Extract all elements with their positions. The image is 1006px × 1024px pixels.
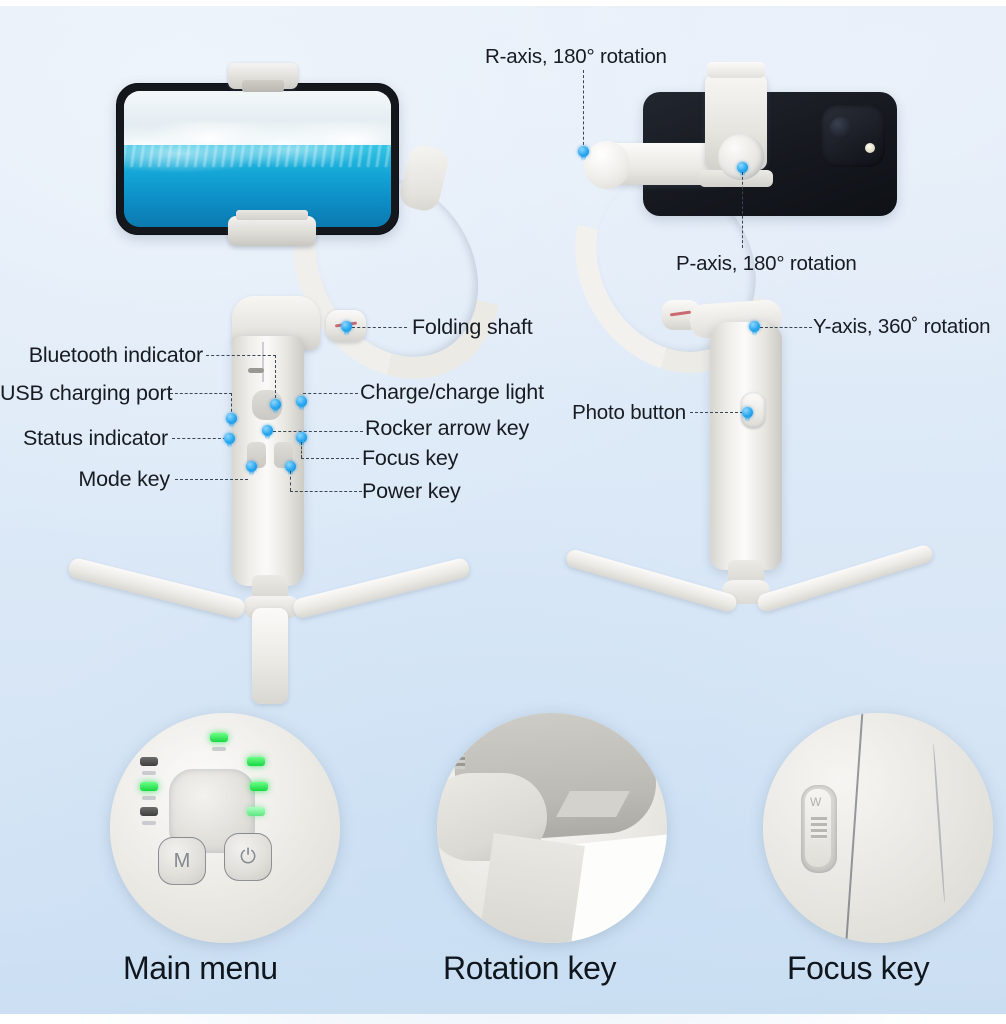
- leader-photo-button: [690, 412, 743, 413]
- leader-p-axis: [742, 172, 743, 248]
- focus-housing: [763, 713, 993, 943]
- marker-bluetooth-indicator: [270, 399, 281, 414]
- leader-r-axis: [583, 70, 584, 150]
- left-phone-clamp-bottom: [228, 210, 316, 246]
- marker-charge-light: [296, 396, 307, 411]
- leader-status: [172, 438, 226, 439]
- marker-folding-shaft: [341, 321, 352, 336]
- caption-focus-key: Focus key: [787, 950, 930, 986]
- leader-power-v: [290, 471, 291, 491]
- leader-usb-v: [231, 393, 232, 417]
- led-marker-top: [212, 747, 226, 751]
- led-marker-left-1: [142, 771, 156, 775]
- marker-rocker-arrow-key: [262, 425, 273, 440]
- right-handle: [710, 322, 782, 570]
- callout-label-photo-button: Photo button: [572, 401, 686, 424]
- led-right-1: [247, 757, 265, 766]
- callout-label-charge-light: Charge/charge light: [360, 380, 544, 404]
- led-left-3: [140, 807, 158, 816]
- rotation-vent-lines: [455, 739, 465, 769]
- callout-label-p-axis: P-axis, 180° rotation: [676, 252, 857, 275]
- marker-photo-button: [742, 407, 753, 422]
- marker-r-axis: [578, 146, 589, 161]
- leader-mode: [175, 479, 248, 480]
- holder-top-clamp: [707, 62, 765, 78]
- caption-rotation-key: Rotation key: [443, 950, 617, 986]
- callout-label-rocker-arrow-key: Rocker arrow key: [365, 416, 530, 440]
- detail-circle-main-menu: M ⏻: [110, 713, 340, 943]
- marker-usb-charging-port: [226, 413, 237, 428]
- leader-usb-h: [170, 393, 232, 394]
- phone-camera-module: [821, 105, 885, 167]
- leader-folding-shaft: [352, 327, 407, 328]
- led-right-3: [247, 807, 265, 816]
- callout-label-bluetooth-indicator: Bluetooth indicator: [28, 343, 203, 367]
- leader-focus-v: [301, 442, 302, 458]
- marker-y-axis: [749, 321, 760, 336]
- rotation-body-lower: [477, 833, 585, 943]
- led-right-2: [250, 782, 268, 791]
- led-marker-left-2: [142, 796, 156, 800]
- mode-button-m[interactable]: M: [158, 837, 206, 885]
- callout-label-r-axis: R-axis, 180° rotation: [485, 45, 667, 68]
- camera-lens-icon: [830, 117, 852, 139]
- camera-flash-icon: [865, 143, 875, 153]
- led-left-2: [140, 782, 158, 791]
- callout-label-mode-key: Mode key: [78, 467, 170, 491]
- left-phone-clamp-top: [228, 63, 298, 92]
- callout-label-focus-key: Focus key: [362, 446, 459, 470]
- callout-label-folding-shaft: Folding shaft: [412, 315, 533, 339]
- detail-circle-rotation-key: [437, 713, 667, 943]
- callout-label-status-indicator: Status indicator: [23, 426, 168, 450]
- left-phone-front: [116, 83, 399, 235]
- focus-wide-mark: W: [810, 795, 822, 809]
- led-marker-left-3: [142, 821, 156, 825]
- phone-screen-wave-photo: [124, 91, 391, 227]
- led-left-1: [140, 757, 158, 766]
- callout-label-usb-charging-port: USB charging port: [0, 381, 173, 405]
- handle-seam: [262, 342, 264, 382]
- leader-power-h: [290, 491, 362, 492]
- leader-charge-light: [303, 393, 358, 394]
- leader-focus-h: [301, 458, 359, 459]
- callout-label-y-axis: Y-axis, 360˚ rotation: [813, 315, 991, 338]
- left-usb-port: [248, 368, 264, 373]
- marker-mode-key: [246, 461, 257, 476]
- right-roll-motor-cap: [584, 141, 630, 189]
- leader-rocker-h: [273, 431, 363, 432]
- phone-side-button: [116, 132, 122, 172]
- leader-y-axis: [760, 327, 812, 328]
- callout-label-power-key: Power key: [362, 479, 461, 503]
- marker-status-indicator: [224, 433, 235, 448]
- tripod-leg-center: [252, 608, 288, 704]
- power-button[interactable]: ⏻: [224, 833, 272, 881]
- leader-bluetooth-v: [275, 355, 276, 403]
- detail-circle-focus-key: W: [763, 713, 993, 943]
- led-top: [210, 733, 228, 742]
- leader-bluetooth-h: [206, 355, 276, 356]
- caption-main-menu: Main menu: [123, 950, 278, 986]
- focus-knob-grip: [811, 817, 827, 839]
